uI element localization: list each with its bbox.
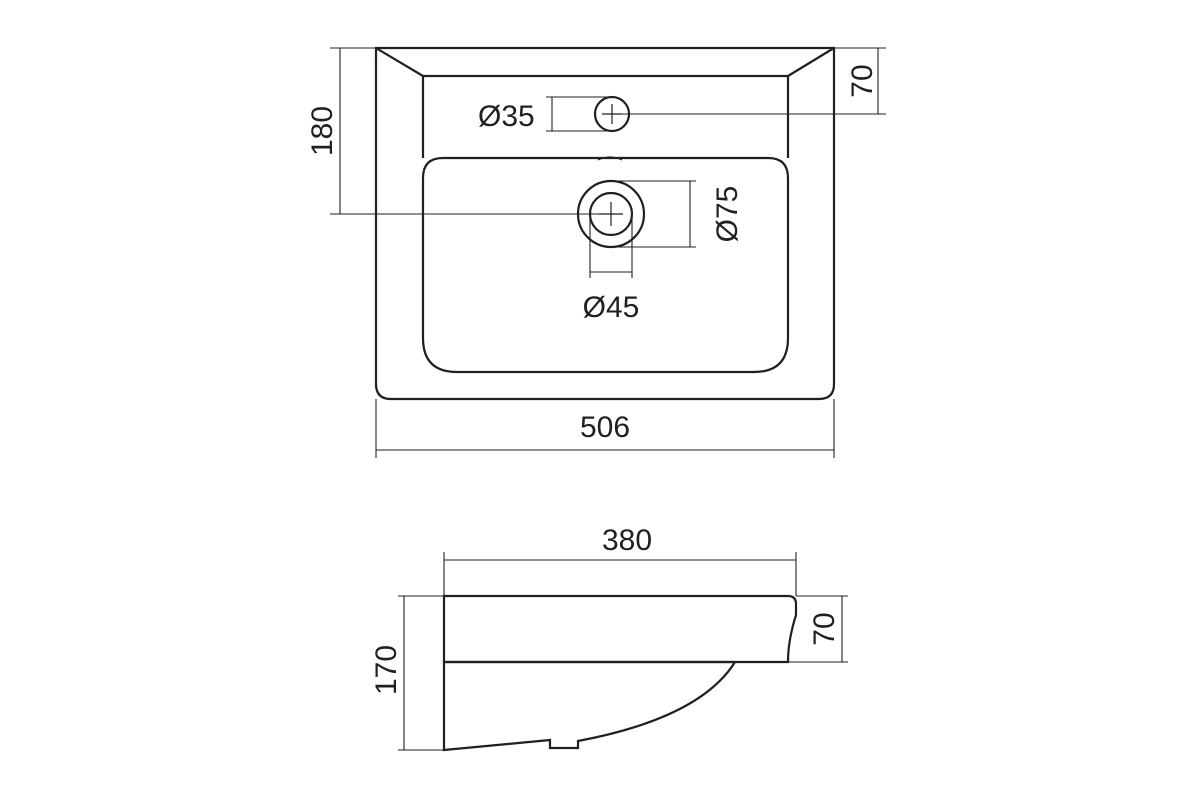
dim-side-depth-label: 380 <box>602 524 652 557</box>
bowl-outline <box>421 156 790 374</box>
side-bowl <box>442 661 736 752</box>
dim-drain-outer-label: Ø75 <box>711 186 744 243</box>
overflow-slot <box>597 156 623 161</box>
top-view: 70 180 Ø35 Ø75 Ø45 506 <box>306 46 886 458</box>
basin-outer-outline <box>374 46 836 401</box>
chamfer-right <box>787 47 835 77</box>
dim-drain-inner-label: Ø45 <box>583 291 640 324</box>
dim-side-height-label: 170 <box>370 645 403 695</box>
chamfer-left <box>375 47 424 77</box>
dim-width-label: 506 <box>580 411 630 444</box>
dim-tap-offset-label: 70 <box>846 64 879 97</box>
dim-side-rim-label: 70 <box>808 612 841 645</box>
side-view: 380 170 70 <box>370 524 848 752</box>
dim-tap-hole-label: Ø35 <box>478 100 535 133</box>
side-rim <box>442 594 798 664</box>
dim-depth-to-drain-label: 180 <box>306 106 339 156</box>
